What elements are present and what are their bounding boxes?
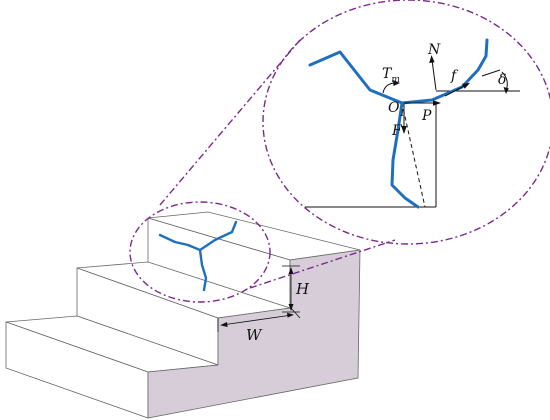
label-o-sub: 1 [399,109,405,119]
label-h: H [295,280,310,298]
label-f-force: F [391,123,403,139]
dimension-h [282,265,300,313]
label-t-main: T [382,66,393,82]
label-t: Tm [382,66,400,85]
callout-large-ellipse [262,0,550,245]
force-arrows [382,55,509,134]
staircase [5,211,361,419]
callout-small-ellipse [129,201,271,303]
label-p: P [421,108,432,124]
callout [129,0,550,303]
zoom-detail: N f δ P F Tm O1 [305,38,520,209]
label-f-friction: f [450,68,459,84]
label-o-main: O [388,100,400,116]
leg-right [400,38,489,105]
label-w: W [246,326,263,344]
leg-upper-left [308,50,404,105]
large-leg [308,38,489,209]
label-delta: δ [498,72,506,88]
label-o: O1 [388,100,405,119]
label-t-sub: m [391,75,400,85]
label-n: N [427,42,441,58]
leg-lower [390,101,420,209]
dimension-w [217,307,301,332]
small-leg [158,220,238,292]
dashed-reference [401,102,426,208]
step-corner [305,90,520,208]
